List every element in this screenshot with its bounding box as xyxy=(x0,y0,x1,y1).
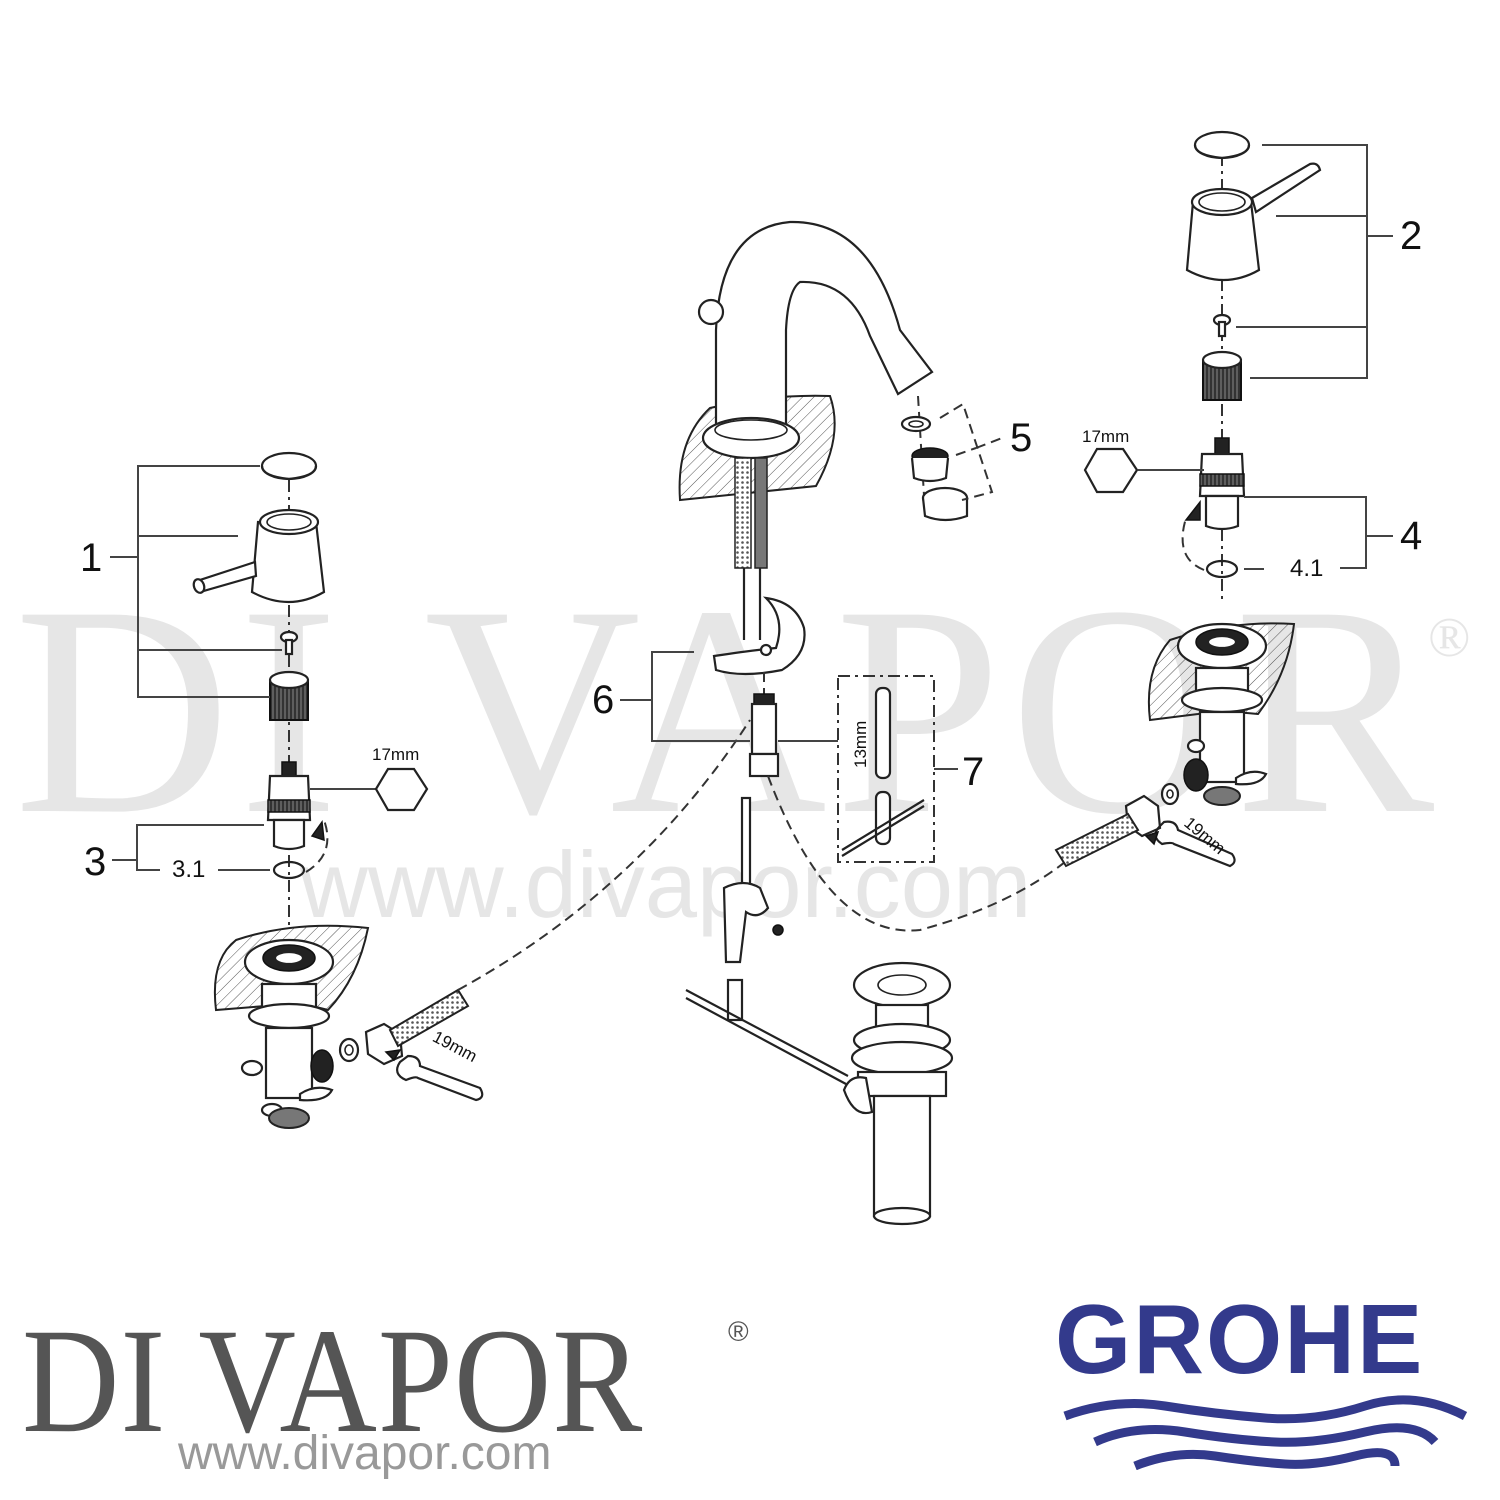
divapor-url: www.divapor.com xyxy=(178,1427,552,1480)
left-headpart-assembly xyxy=(112,761,429,880)
callout-2: 2 xyxy=(1400,214,1423,258)
spout-fixing-set xyxy=(620,596,958,1085)
callout-7: 7 xyxy=(962,750,985,794)
callout-5: 5 xyxy=(1010,416,1033,460)
grohe-logo: GROHE xyxy=(1055,1284,1425,1394)
grohe-waves-icon xyxy=(1063,1395,1468,1470)
right-valve-body xyxy=(1054,622,1296,868)
callout-4-1: 4.1 xyxy=(1290,555,1324,582)
left-valve-body xyxy=(213,924,484,1129)
callout-3: 3 xyxy=(84,840,107,884)
pop-up-waste xyxy=(842,961,954,1226)
callout-6: 6 xyxy=(592,678,615,722)
left-handle-assembly xyxy=(110,451,326,930)
spout-tool-size-label: 13mm xyxy=(851,720,870,768)
hex-size-left-label: 17mm xyxy=(372,745,420,764)
right-handle-assembly xyxy=(1185,130,1393,600)
callout-4: 4 xyxy=(1400,514,1423,558)
callout-3-1: 3.1 xyxy=(172,856,206,883)
spout xyxy=(678,220,934,640)
right-headpart-assembly xyxy=(1083,437,1393,579)
callout-1: 1 xyxy=(80,536,103,580)
divapor-logo: DI VAPOR xyxy=(22,1298,644,1464)
divapor-registered-mark: ® xyxy=(728,1316,749,1347)
aerator-set xyxy=(900,395,1003,522)
hex-size-right-label: 17mm xyxy=(1082,427,1130,446)
